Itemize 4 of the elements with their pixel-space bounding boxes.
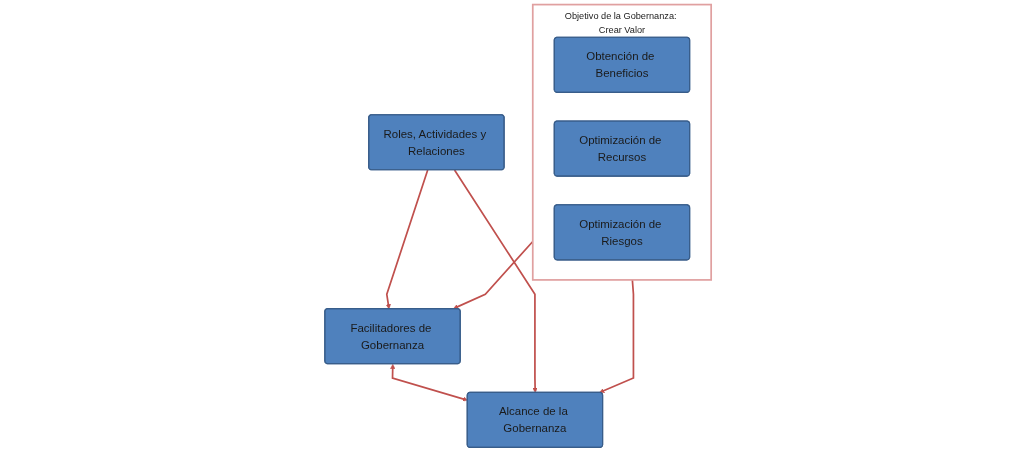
arrow — [453, 169, 538, 393]
arrow — [390, 363, 468, 402]
arrow — [385, 169, 429, 310]
arrow — [599, 279, 635, 393]
